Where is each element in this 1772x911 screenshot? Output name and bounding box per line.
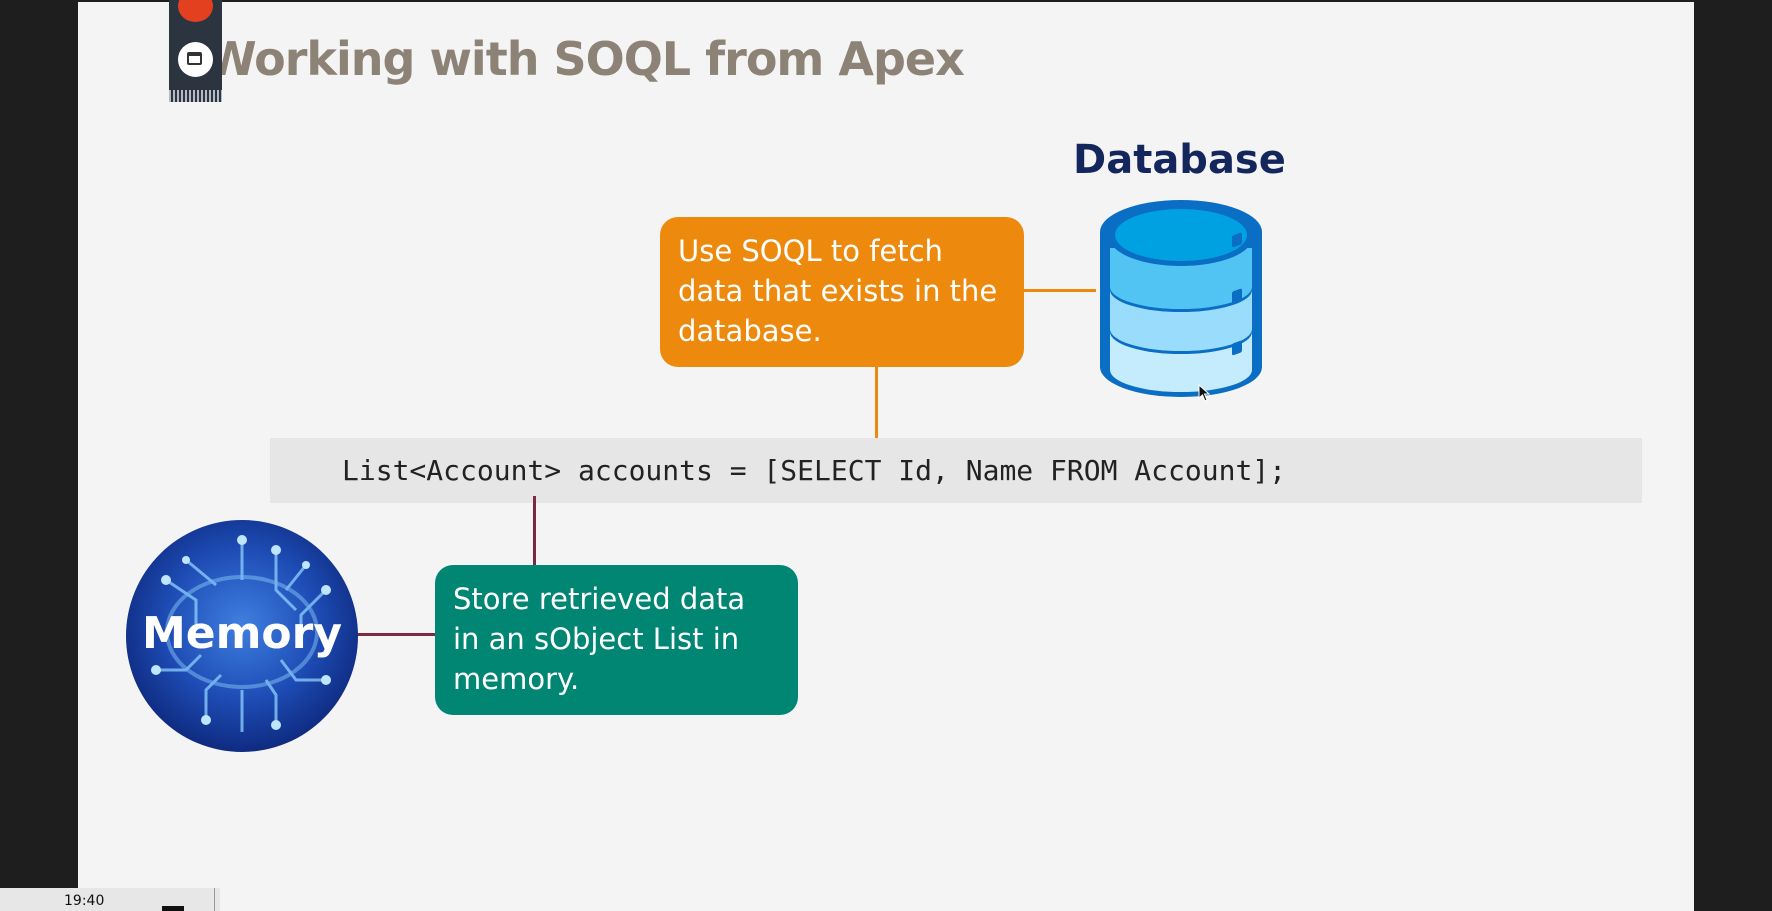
fetch-connector-horizontal xyxy=(1024,289,1096,292)
mic-muted-icon[interactable] xyxy=(178,0,213,22)
slide-title: Working with SOQL from Apex xyxy=(206,32,965,86)
toolbar-drag-handle[interactable] xyxy=(169,90,222,102)
presentation-slide: Working with SOQL from Apex Database Use… xyxy=(78,2,1694,911)
taskbar-clock[interactable]: 19:40 xyxy=(64,893,105,909)
soql-code-line: List<Account> accounts = [SELECT Id, Nam… xyxy=(342,454,1287,487)
memory-label: Memory xyxy=(141,608,343,659)
circuit-brain-icon xyxy=(151,535,331,732)
meeting-toolbar xyxy=(169,0,222,102)
database-heading: Database xyxy=(1073,137,1286,183)
code-band xyxy=(270,438,1642,503)
database-icon xyxy=(1100,200,1262,397)
fetch-connector-vertical xyxy=(875,367,878,450)
memory-brain-circle: Memory xyxy=(126,520,358,752)
mouse-cursor-icon xyxy=(1198,384,1211,402)
taskbar-divider xyxy=(214,888,215,911)
store-connector-vertical xyxy=(533,496,536,565)
taskbar-indicator-icon xyxy=(162,906,184,911)
store-callout: Store retrieved data in an sObject List … xyxy=(435,565,798,715)
store-connector-horizontal xyxy=(354,633,435,636)
taskbar: 19:40 xyxy=(0,888,220,911)
fetch-callout: Use SOQL to fetch data that exists in th… xyxy=(660,217,1024,367)
window-icon[interactable] xyxy=(178,42,213,77)
